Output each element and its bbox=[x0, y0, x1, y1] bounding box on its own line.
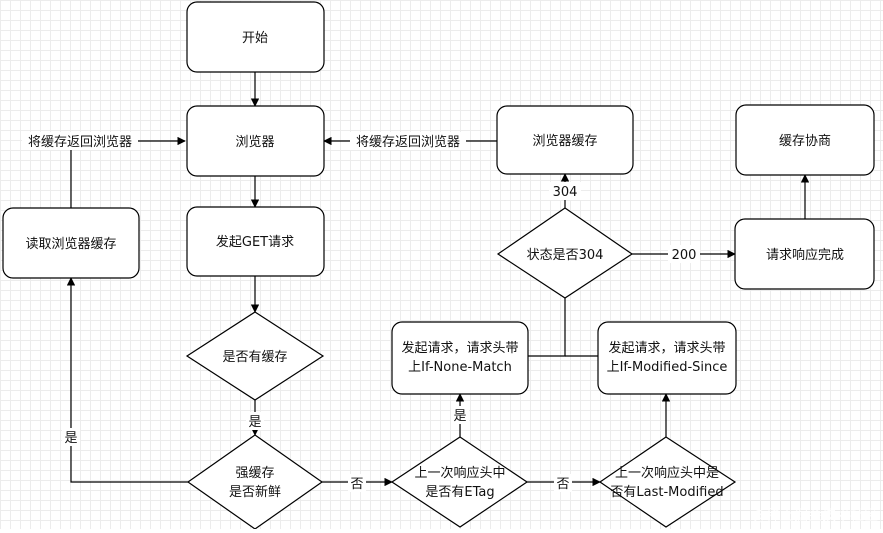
node-browser-cache-label: 浏览器缓存 bbox=[532, 133, 597, 149]
node-has-last-modified: 上一次响应头中是 否有Last-Modified bbox=[598, 436, 737, 528]
watermark-text: @稀土掘金技术社区 bbox=[752, 508, 878, 524]
node-start: 开始 bbox=[186, 1, 325, 73]
watermark: @稀土掘金技术社区 bbox=[752, 508, 878, 524]
edge-label-yes-fresh: 是 bbox=[64, 431, 77, 446]
edge-fresh-to-read-cache bbox=[66, 277, 188, 483]
edge-labels: 将缓存返回浏览器 将缓存返回浏览器 是 是 否 是 否 304 200 bbox=[22, 132, 700, 492]
node-fresh-label-line2: 是否新鲜 bbox=[229, 484, 281, 500]
edge-label-return-left: 将缓存返回浏览器 bbox=[28, 134, 132, 150]
edge-label-return-right: 将缓存返回浏览器 bbox=[356, 134, 460, 150]
edge-read-cache-to-browser bbox=[70, 136, 186, 208]
node-has-cache: 是否有缓存 bbox=[185, 311, 325, 401]
edge-label-yes-cache: 是 bbox=[248, 415, 261, 430]
node-has-cache-label: 是否有缓存 bbox=[222, 350, 287, 365]
edge-label-304: 304 bbox=[553, 185, 578, 200]
node-if-modified-since-label-line2: 上If-Modified-Since bbox=[607, 360, 728, 375]
node-request-done-label: 请求响应完成 bbox=[766, 247, 844, 263]
node-browser-label: 浏览器 bbox=[235, 134, 274, 150]
node-if-none-match-label-line1: 发起请求，请求头带 bbox=[401, 340, 518, 356]
node-has-last-modified-label-line2: 否有Last-Modified bbox=[610, 485, 723, 500]
node-status-304-label: 状态是否304 bbox=[527, 248, 604, 263]
edge-label-no-etag: 否 bbox=[556, 477, 569, 492]
node-fresh-label-line1: 强缓存 bbox=[235, 466, 274, 481]
node-browser: 浏览器 bbox=[186, 105, 325, 177]
node-fresh: 强缓存 是否新鲜 bbox=[186, 434, 324, 530]
node-browser-cache: 浏览器缓存 bbox=[496, 105, 634, 175]
node-has-etag-label-line1: 上一次响应头中 bbox=[414, 465, 505, 481]
edge-label-yes-etag: 是 bbox=[453, 409, 466, 424]
node-request: 发起GET请求 bbox=[186, 206, 325, 277]
node-request-done: 请求响应完成 bbox=[734, 218, 875, 290]
edge-if-none-match-to-status bbox=[528, 298, 566, 357]
node-if-none-match: 发起请求，请求头带 上If-None-Match bbox=[391, 321, 529, 395]
node-read-cache-label: 读取浏览器缓存 bbox=[25, 236, 116, 252]
node-status-304: 状态是否304 bbox=[496, 207, 634, 299]
node-has-etag: 上一次响应头中 是否有ETag bbox=[390, 436, 529, 528]
node-if-none-match-label-line2: 上If-None-Match bbox=[408, 360, 512, 375]
edge-label-no-fresh: 否 bbox=[350, 477, 363, 492]
edge-label-200: 200 bbox=[672, 248, 697, 263]
node-read-cache: 读取浏览器缓存 bbox=[2, 207, 140, 279]
node-has-last-modified-label-line1: 上一次响应头中是 bbox=[615, 465, 719, 481]
node-if-modified-since-label-line1: 发起请求，请求头带 bbox=[608, 340, 725, 356]
node-request-label: 发起GET请求 bbox=[216, 234, 294, 250]
node-negotiate-label: 缓存协商 bbox=[779, 134, 831, 149]
node-has-etag-label-line2: 是否有ETag bbox=[425, 485, 494, 500]
node-negotiate: 缓存协商 bbox=[735, 104, 875, 176]
node-if-modified-since: 发起请求，请求头带 上If-Modified-Since bbox=[597, 321, 737, 395]
node-start-label: 开始 bbox=[242, 31, 268, 46]
